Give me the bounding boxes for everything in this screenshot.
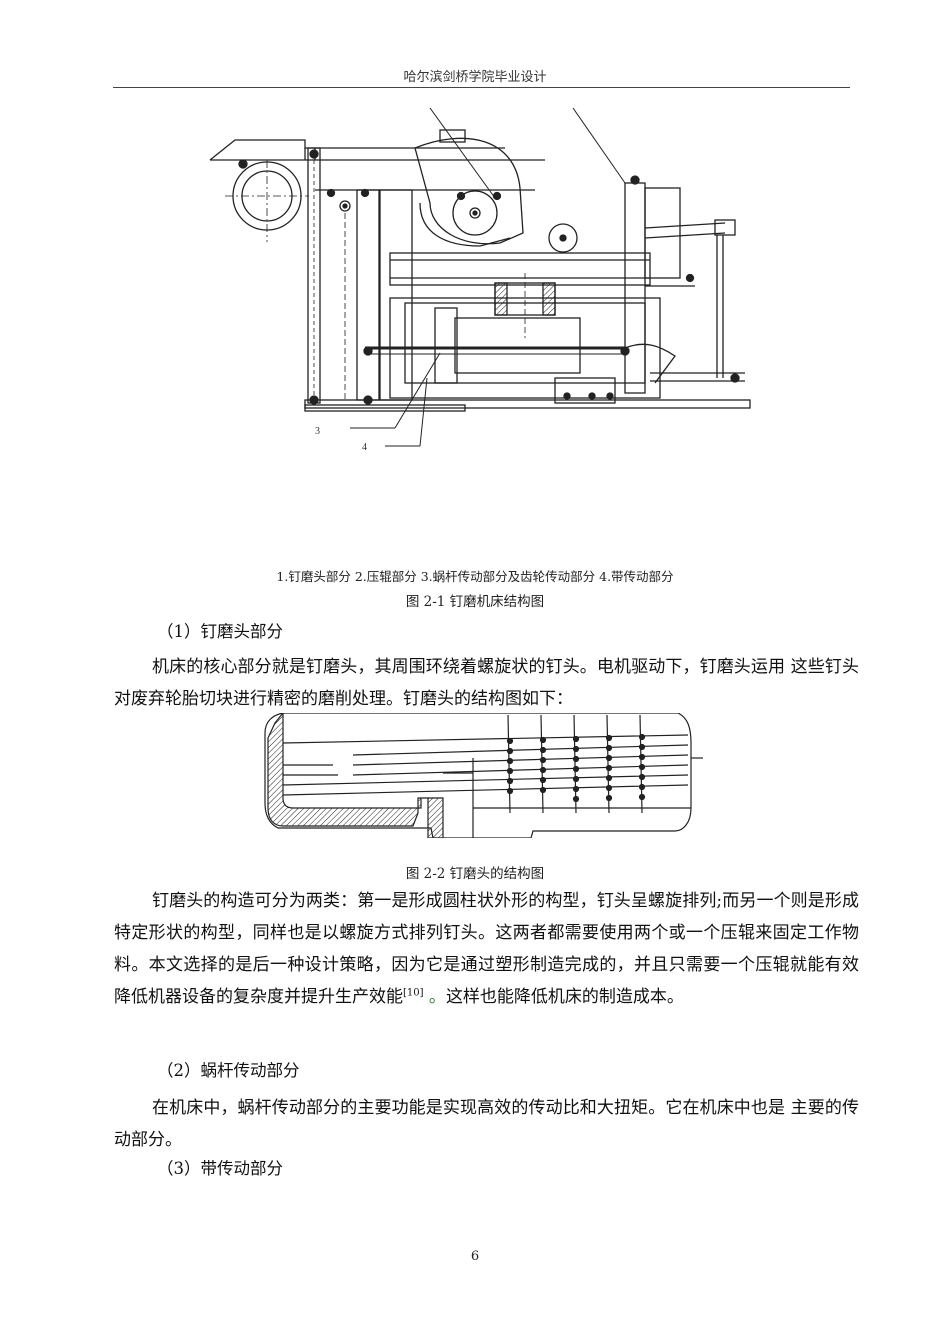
- running-header: 哈尔滨剑桥学院毕业设计: [403, 70, 547, 85]
- figure-caption-2-1: 图 2-1 钉磨机床结构图: [405, 594, 545, 610]
- page-number: 6: [470, 1249, 480, 1264]
- paragraph-text: 在机床中，蜗杆传动部分的主要功能是实现高效的传动比和大扭矩。它在机床中也是 主要…: [114, 1098, 859, 1150]
- paragraph-grinding-head-intro: 机床的核心部分就是钉磨头，其周围环绕着螺旋状的钉头。电机驱动下，钉磨头运用 这些…: [114, 651, 859, 715]
- paragraph-text-after-citation: 这样也能降低机床的制造成本。: [445, 987, 684, 1007]
- machine-structure-diagram: 3 4: [209, 108, 751, 453]
- paragraph-grinding-head-types: 钉磨头的构造可分为两类：第一是形成圆柱状外形的构型，钉头呈螺旋排列;而另一个则是…: [114, 885, 859, 1013]
- section-heading-2: （2）蜗杆传动部分: [157, 1061, 300, 1080]
- section-heading-3: （3）带传动部分: [157, 1159, 283, 1178]
- paragraph-period: 。: [423, 987, 446, 1007]
- figure-caption-2-2: 图 2-2 钉磨头的结构图: [405, 866, 545, 882]
- citation-reference[interactable]: [10]: [403, 987, 424, 999]
- callout-3: 3: [315, 426, 320, 437]
- header-divider: [113, 87, 850, 88]
- paragraph-worm-drive: 在机床中，蜗杆传动部分的主要功能是实现高效的传动比和大扭矩。它在机床中也是 主要…: [114, 1092, 859, 1156]
- paragraph-text: 钉磨头的构造可分为两类：第一是形成圆柱状外形的构型，钉头呈螺旋排列;而另一个则是…: [114, 891, 859, 1007]
- paragraph-text: 机床的核心部分就是钉磨头，其周围环绕着螺旋状的钉头。电机驱动下，钉磨头运用 这些…: [114, 657, 859, 709]
- grinding-head-diagram: [264, 713, 703, 838]
- figure-legend: 1.钉磨头部分 2.压辊部分 3.蜗杆传动部分及齿轮传动部分 4.带传动部分: [276, 569, 674, 584]
- callout-4: 4: [362, 442, 367, 453]
- section-heading-1: （1）钉磨头部分: [157, 622, 283, 641]
